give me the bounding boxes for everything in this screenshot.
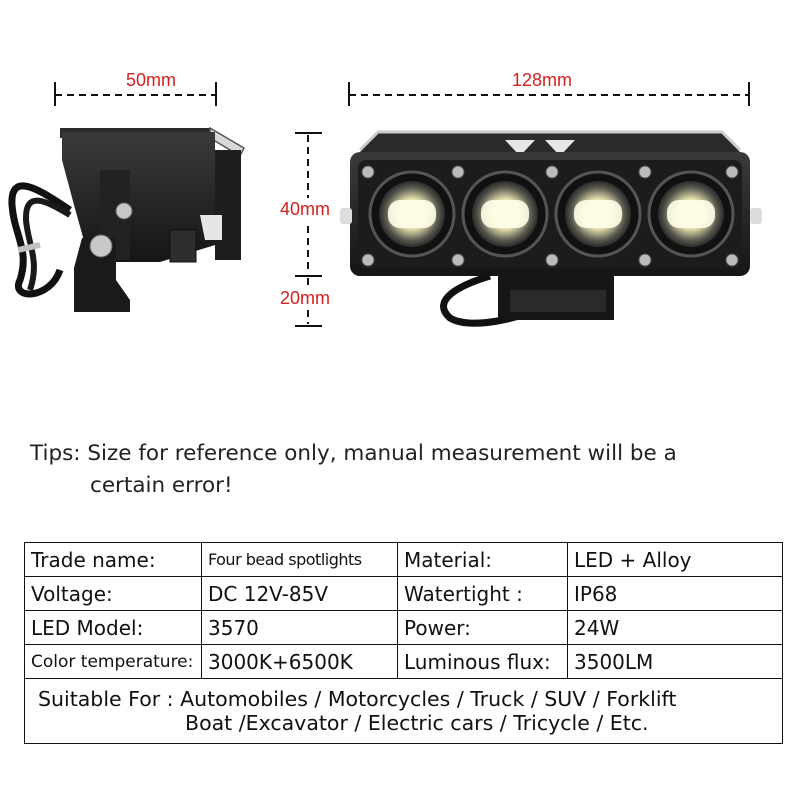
spec-label: Color temperature:: [24, 644, 202, 679]
spec-value: Four bead spotlights: [201, 542, 398, 577]
spec-label: Watertight :: [397, 576, 568, 611]
lens-2: [461, 170, 549, 258]
tips-line-2: certain error!: [90, 473, 233, 498]
spec-label: LED Model:: [24, 610, 202, 645]
spec-table: Trade name: Four bead spotlights Materia…: [24, 542, 783, 744]
table-row: Color temperature: 3000K+6500K Luminous …: [24, 644, 783, 679]
suitable-for-line-2: Boat /Excavator / Electric cars / Tricyc…: [185, 711, 649, 735]
lens-3: [554, 170, 642, 258]
tips-line-1: Tips: Size for reference only, manual me…: [30, 441, 677, 466]
spec-label: Material:: [397, 542, 568, 577]
spec-value: LED + Alloy: [567, 542, 783, 577]
dimension-width-front: 128mm: [512, 70, 573, 90]
table-row: LED Model: 3570 Power: 24W: [24, 610, 783, 645]
table-row: Voltage: DC 12V-85V Watertight : IP68: [24, 576, 783, 611]
spec-value: 3570: [201, 610, 398, 645]
spec-label: Power:: [397, 610, 568, 645]
dimension-lines: [54, 82, 750, 327]
dimension-height-body: 40mm: [280, 199, 331, 219]
dimension-height-bracket: 20mm: [280, 288, 331, 308]
suitable-for-cell: Suitable For : Automobiles / Motorcycles…: [24, 678, 783, 744]
side-view: [8, 126, 245, 312]
spec-value: DC 12V-85V: [201, 576, 398, 611]
lens-4: [647, 170, 735, 258]
spec-value: 3000K+6500K: [201, 644, 398, 679]
dimension-width-side: 50mm: [126, 70, 177, 90]
spec-value: IP68: [567, 576, 783, 611]
lens-1: [368, 170, 456, 258]
front-view: [340, 130, 762, 327]
spec-label: Voltage:: [24, 576, 202, 611]
spec-value: 3500LM: [567, 644, 783, 679]
spec-label: Trade name:: [24, 542, 202, 577]
spec-value: 24W: [567, 610, 783, 645]
product-illustration: [8, 82, 762, 327]
suitable-for-line-1: Suitable For : Automobiles / Motorcycles…: [38, 687, 677, 711]
table-row: Suitable For : Automobiles / Motorcycles…: [24, 678, 783, 744]
tips-note: Tips: Size for reference only, manual me…: [30, 438, 677, 502]
table-row: Trade name: Four bead spotlights Materia…: [24, 542, 783, 577]
spec-label: Luminous flux:: [397, 644, 568, 679]
